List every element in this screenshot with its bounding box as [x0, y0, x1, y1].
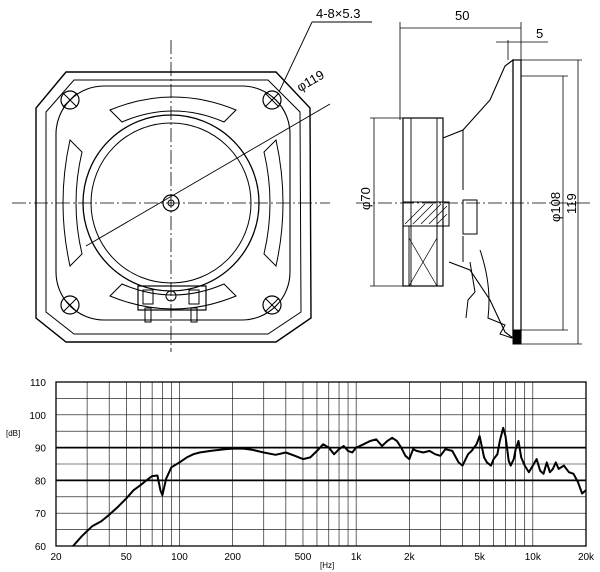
section-hatch-lines — [404, 203, 448, 287]
response-curve — [72, 426, 587, 547]
y-tick-label: 80 — [35, 476, 47, 487]
x-tick-label: 2k — [404, 552, 416, 563]
spider-block — [462, 199, 478, 235]
y-tick-label: 110 — [30, 378, 46, 389]
flange-label: 5 — [536, 26, 543, 41]
depth-label: 50 — [455, 8, 469, 23]
cone-diameter-label: φ108 — [548, 192, 563, 222]
x-tick-label: 100 — [171, 552, 188, 563]
x-tick-label: 5k — [474, 552, 486, 563]
front-flange — [512, 59, 522, 339]
basket-frame — [442, 58, 514, 340]
x-tick-label: 200 — [224, 552, 241, 563]
x-tick-label: 20 — [50, 552, 62, 563]
x-axis-unit: [Hz] — [320, 561, 334, 570]
front-frame-inner — [45, 79, 302, 335]
x-tick-label: 50 — [121, 552, 133, 563]
x-tick-label: 20k — [578, 552, 595, 563]
magnet-diameter-label: φ70 — [358, 187, 373, 210]
y-tick-label: 60 — [35, 542, 47, 553]
lead-wire — [465, 249, 513, 339]
chart-tick-labels: 60 70 80 90 100 110 20 50 100 200 500 1k 2k 5k 10k 20k — [29, 378, 595, 563]
y-tick-label: 90 — [35, 444, 47, 455]
side-view — [356, 22, 590, 345]
front-slot-left — [62, 139, 83, 267]
x-tick-label: 1k — [351, 552, 363, 563]
terminal-tab-right — [188, 289, 200, 305]
mounting-hole-br — [262, 295, 282, 315]
mounting-hole-bl — [60, 295, 80, 315]
front-slot-top — [109, 96, 237, 123]
hole-callout: 4-8×5.3 — [316, 6, 360, 21]
y-tick-label: 70 — [35, 509, 47, 520]
front-diameter-label: φ119 — [294, 67, 327, 95]
hole-leader-line — [278, 21, 313, 93]
mounting-hole-tr — [262, 90, 282, 110]
terminal-block — [137, 285, 207, 311]
chart-grid — [55, 381, 587, 547]
front-slot-bottom — [109, 283, 237, 310]
terminal-tab-left — [142, 289, 154, 305]
terminal-lug-left — [144, 307, 152, 323]
y-tick-label: 100 — [29, 411, 46, 422]
y-axis-unit: [dB] — [6, 429, 20, 438]
front-view — [12, 21, 372, 352]
front-slot-right — [263, 139, 284, 267]
magnet-section-hatch — [402, 201, 450, 227]
voice-coil-section — [408, 225, 438, 287]
overall-label: 119 — [564, 193, 579, 214]
x-tick-label: 10k — [525, 552, 542, 563]
chart-curve-layer — [72, 426, 587, 547]
front-frame-outline — [35, 71, 312, 343]
flange-gasket — [512, 329, 522, 345]
mounting-hole-tl — [60, 90, 80, 110]
front-diameter-line — [85, 103, 331, 247]
x-tick-label: 500 — [295, 552, 312, 563]
terminal-lug-right — [190, 307, 198, 323]
